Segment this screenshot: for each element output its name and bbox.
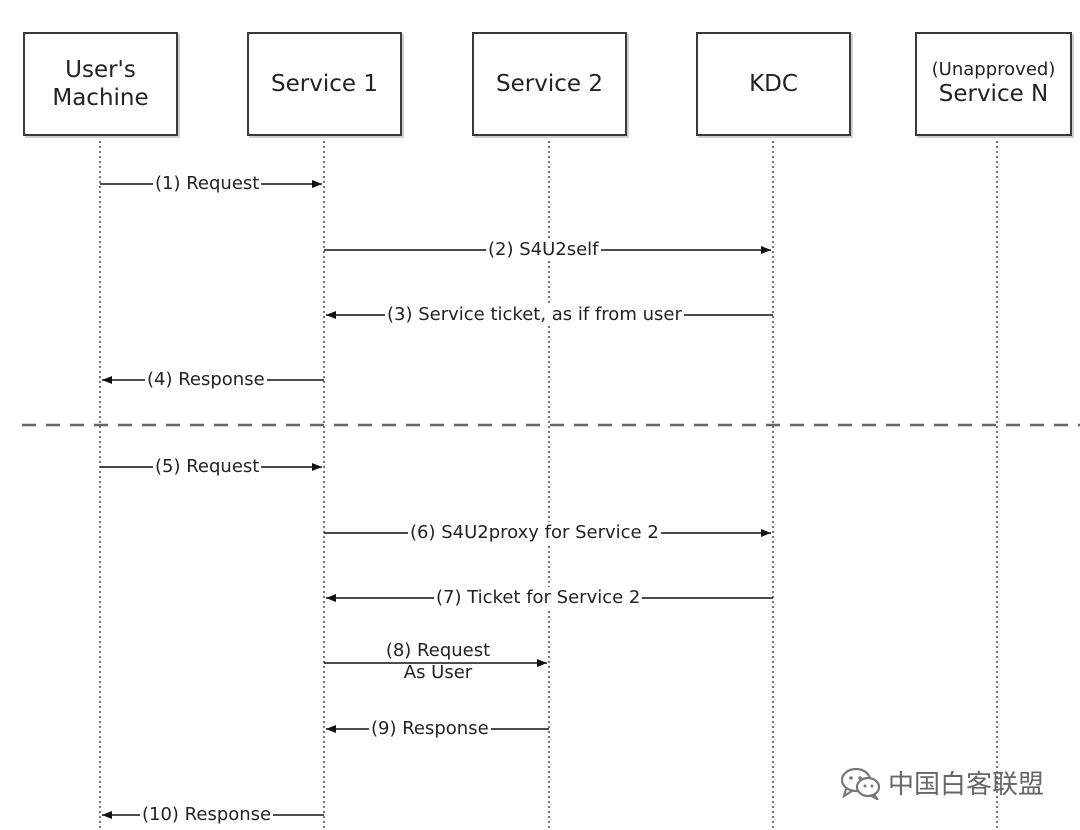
message-label-6: (6) S4U2proxy for Service 2 <box>408 522 661 544</box>
actor-service-n: (Unapproved) Service N <box>915 32 1072 136</box>
message-label-8-line1: (8) Request <box>375 640 501 662</box>
actor-label-line2: Machine <box>52 85 149 111</box>
message-label-5: (5) Request <box>153 456 262 478</box>
actor-label: Service 1 <box>271 71 378 97</box>
wechat-icon <box>840 766 882 800</box>
actor-service-2: Service 2 <box>472 32 627 136</box>
actor-label-line1: User's <box>65 57 136 83</box>
watermark-text: 中国白客联盟 <box>887 770 1044 800</box>
actor-service-1: Service 1 <box>247 32 402 136</box>
message-label-2: (2) S4U2self <box>486 239 601 261</box>
actor-label: Service 2 <box>496 71 603 97</box>
message-label-1: (1) Request <box>153 173 262 195</box>
actor-qualifier: (Unapproved) <box>931 59 1056 80</box>
message-label-8-line2: As User <box>403 662 473 683</box>
actor-kdc: KDC <box>696 32 851 136</box>
message-label-7: (7) Ticket for Service 2 <box>434 587 643 609</box>
message-label-10: (10) Response <box>140 804 274 826</box>
watermark: 中国白客联盟 <box>840 764 1044 801</box>
actor-users-machine: User's Machine <box>23 32 178 136</box>
message-label-3: (3) Service ticket, as if from user <box>385 304 684 326</box>
message-label-8: (8) Request As User <box>373 640 503 684</box>
actor-label: Service N <box>938 81 1049 107</box>
message-label-4: (4) Response <box>145 369 267 391</box>
message-label-9: (9) Response <box>369 718 491 740</box>
actor-label: KDC <box>749 71 798 97</box>
